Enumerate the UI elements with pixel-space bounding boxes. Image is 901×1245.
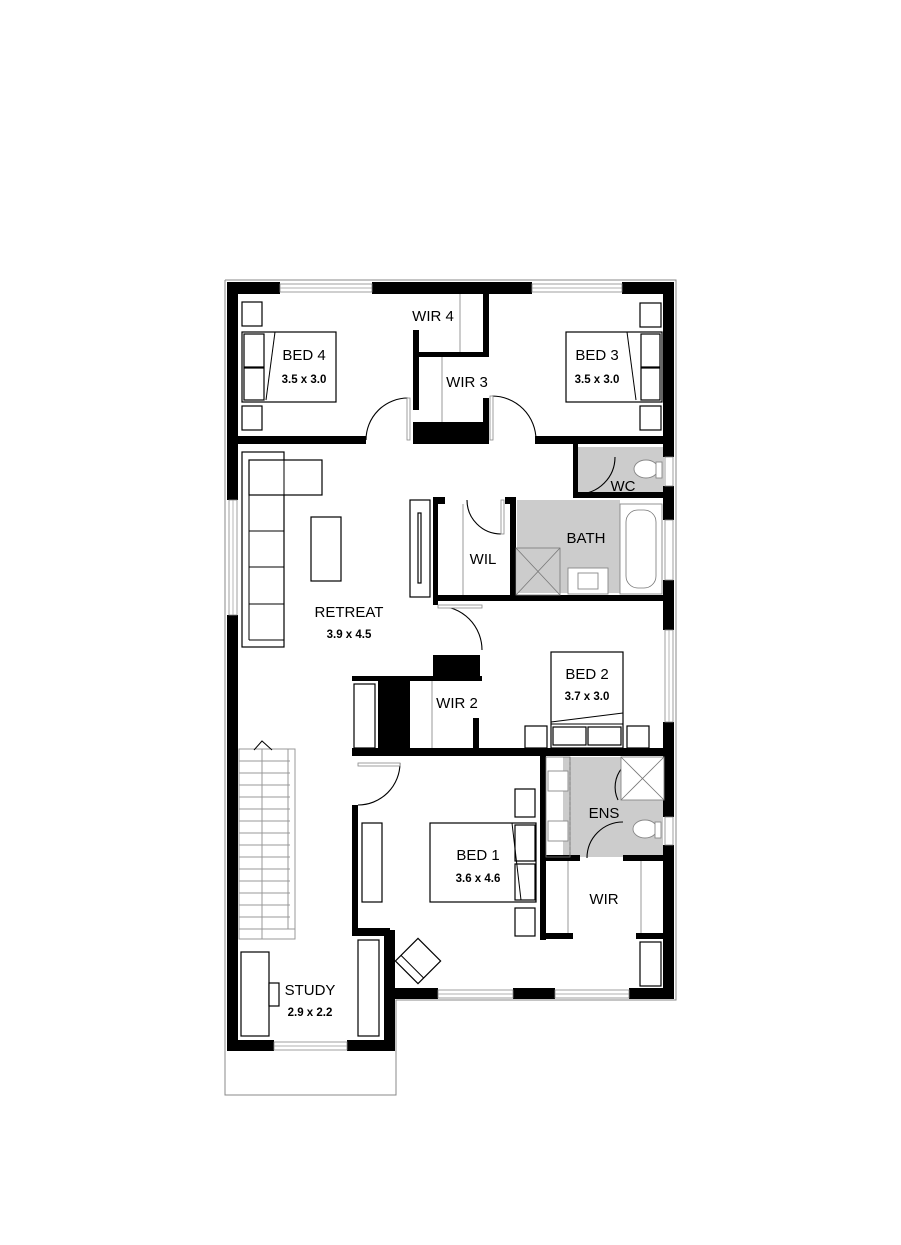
label-bed2: BED 2	[565, 666, 608, 683]
label-study: STUDY	[285, 982, 336, 999]
bed3-furniture	[565, 302, 663, 431]
label-bed3: BED 3	[575, 347, 618, 364]
label-wir: WIR	[589, 891, 618, 908]
label-bath: BATH	[567, 530, 606, 547]
size-study: 2.9 x 2.2	[288, 1007, 333, 1019]
label-wc: WC	[611, 478, 636, 495]
wir2-furniture	[353, 683, 376, 749]
size-bed4: 3.5 x 3.0	[282, 374, 327, 386]
label-wil: WIL	[470, 551, 497, 568]
bath-fixtures	[515, 459, 663, 596]
ens-fixtures	[545, 756, 665, 858]
label-ens: ENS	[589, 805, 620, 822]
bed4-furniture	[241, 301, 337, 431]
size-bed1: 3.6 x 4.6	[456, 873, 501, 885]
doors	[357, 395, 624, 859]
study-furniture	[240, 939, 380, 1037]
windows	[228, 283, 674, 1051]
bed2-furniture	[524, 651, 650, 749]
wet-areas	[517, 447, 664, 857]
label-bed1: BED 1	[456, 847, 499, 864]
retreat-furniture	[241, 451, 431, 648]
label-wir4: WIR 4	[412, 308, 454, 325]
staircase	[238, 740, 296, 940]
room-labels: BED 4 3.5 x 3.0 WIR 4 WIR 3 BED 3 3.5 x …	[282, 308, 636, 1019]
label-retreat: RETREAT	[315, 604, 384, 621]
label-bed4: BED 4	[282, 347, 325, 364]
site-outline	[224, 279, 677, 1096]
label-wir2: WIR 2	[436, 695, 478, 712]
size-bed3: 3.5 x 3.0	[575, 374, 620, 386]
label-wir3: WIR 3	[446, 374, 488, 391]
wardrobe-lines	[431, 294, 642, 933]
bed1-furniture	[361, 788, 662, 987]
walls	[227, 282, 674, 1051]
size-bed2: 3.7 x 3.0	[565, 691, 610, 703]
size-retreat: 3.9 x 4.5	[327, 629, 372, 641]
stair-arrow-icon	[253, 740, 273, 751]
